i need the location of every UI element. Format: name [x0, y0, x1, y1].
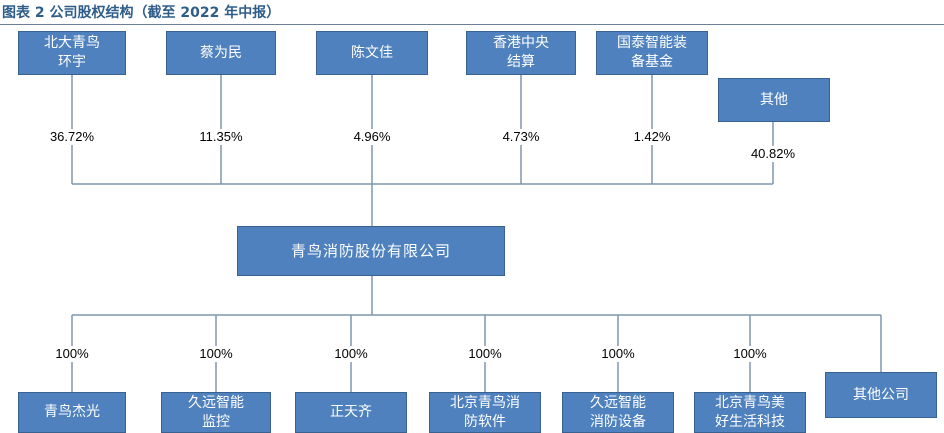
subsidiary-holding-label: 100% — [710, 346, 790, 362]
subsidiary-box: 北京青鸟消 防软件 — [429, 392, 541, 433]
shareholding-label: 11.35% — [181, 129, 261, 145]
company-box: 青鸟消防股份有限公司 — [237, 226, 505, 276]
subsidiary-box: 久远智能 监控 — [161, 392, 271, 433]
shareholder-box: 陈文佳 — [316, 31, 428, 75]
subsidiary-box: 青鸟杰光 — [18, 392, 126, 433]
subsidiary-holding-label: 100% — [176, 346, 256, 362]
subsidiary-box: 正天齐 — [295, 392, 407, 433]
shareholding-label: 4.96% — [332, 129, 412, 145]
shareholding-label: 36.72% — [32, 129, 112, 145]
shareholder-box: 北大青鸟 环宇 — [18, 31, 126, 75]
shareholder-box: 蔡为民 — [166, 31, 276, 75]
subsidiary-holding-label: 100% — [311, 346, 391, 362]
title-divider — [0, 24, 944, 25]
shareholder-box: 其他 — [718, 78, 830, 122]
subsidiary-box: 久远智能 消防设备 — [562, 392, 674, 433]
shareholding-label: 40.82% — [733, 146, 813, 162]
subsidiary-holding-label: 100% — [445, 346, 525, 362]
subsidiary-holding-label: 100% — [32, 346, 112, 362]
subsidiary-box: 其他公司 — [825, 372, 937, 418]
shareholding-label: 4.73% — [481, 129, 561, 145]
shareholder-box: 香港中央 结算 — [466, 31, 576, 75]
figure-title: 图表 2 公司股权结构（截至 2022 年中报） — [2, 5, 281, 21]
subsidiary-box: 北京青鸟美 好生活科技 — [694, 392, 806, 433]
subsidiary-holding-label: 100% — [578, 346, 658, 362]
shareholder-box: 国泰智能装 备基金 — [596, 31, 708, 75]
shareholding-label: 1.42% — [612, 129, 692, 145]
